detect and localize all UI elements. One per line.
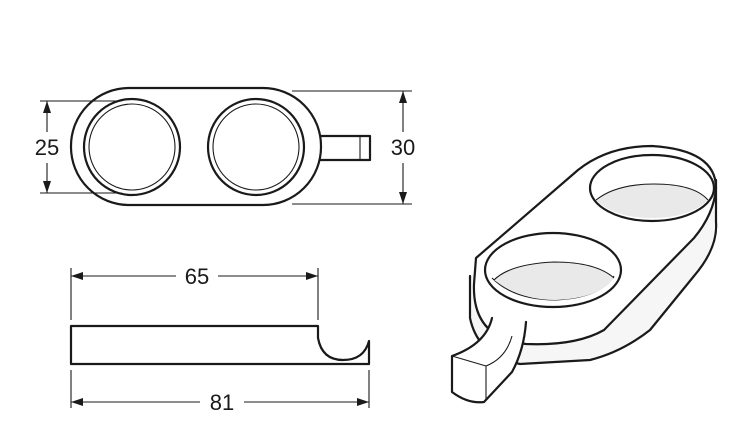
dimension-65: 65 [70, 264, 319, 320]
dimension-30: 30 [292, 90, 415, 205]
top-view-right-hole [206, 97, 306, 197]
top-view: 25 30 [35, 86, 415, 207]
side-view-body [69, 324, 371, 366]
dimension-25-label: 25 [35, 135, 59, 160]
isometric-view [450, 144, 718, 404]
iso-handle [450, 316, 528, 404]
dimension-81: 81 [70, 370, 370, 415]
dimension-30-label: 30 [391, 135, 415, 160]
dimension-81-label: 81 [210, 390, 234, 415]
top-view-left-hole [82, 97, 182, 197]
top-view-body [69, 86, 323, 207]
dimension-25: 25 [35, 100, 122, 194]
side-view: 65 81 [69, 264, 371, 415]
dimension-65-label: 65 [185, 264, 209, 289]
